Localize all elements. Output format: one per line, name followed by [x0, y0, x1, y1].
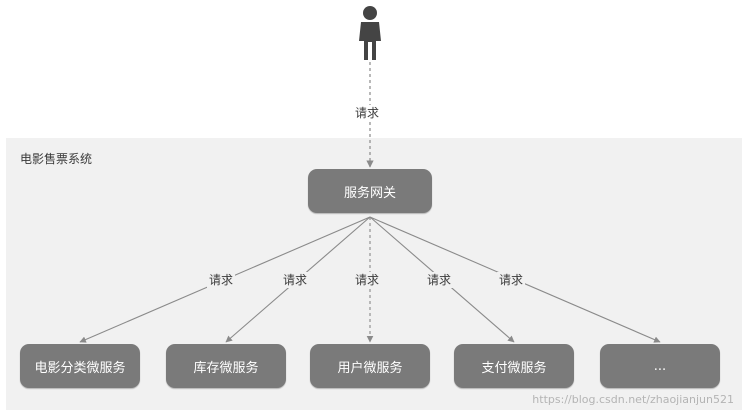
- service-label: 支付微服务: [481, 360, 547, 376]
- service-node-more: ...: [600, 344, 720, 388]
- edge-label-user-gateway: 请求: [353, 105, 382, 121]
- gateway-node: 服务网关: [308, 169, 432, 213]
- system-label: 电影售票系统: [20, 152, 93, 166]
- service-node-inventory: 库存微服务: [166, 344, 286, 388]
- edge-label-service-4: 请求: [425, 272, 454, 288]
- service-label: ...: [653, 358, 667, 374]
- service-label: 用户微服务: [337, 360, 403, 376]
- gateway-label: 服务网关: [343, 185, 396, 201]
- watermark: https://blog.csdn.net/zhaojianjun521: [532, 393, 734, 406]
- edge-label-service-3: 请求: [353, 272, 382, 288]
- service-node-movie-category: 电影分类微服务: [20, 344, 140, 388]
- service-label: 电影分类微服务: [34, 360, 126, 376]
- person-icon: [359, 6, 381, 60]
- service-node-payment: 支付微服务: [454, 344, 574, 388]
- service-node-user: 用户微服务: [310, 344, 430, 388]
- service-label: 库存微服务: [193, 360, 259, 376]
- edge-label-service-2: 请求: [281, 272, 310, 288]
- edge-label-service-5: 请求: [497, 272, 526, 288]
- edge-label-service-1: 请求: [207, 272, 236, 288]
